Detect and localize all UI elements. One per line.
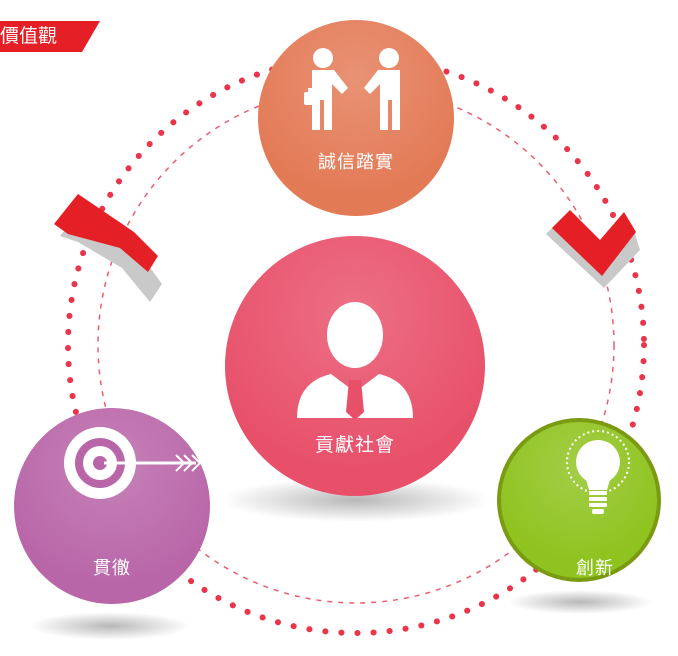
node-left — [14, 408, 210, 604]
inner-dashed-ring — [97, 86, 615, 604]
node-right — [497, 418, 661, 582]
title-banner — [0, 21, 100, 52]
person-tie-icon — [297, 302, 413, 420]
center-node-shadow — [221, 478, 491, 522]
left-node-shadow — [30, 612, 190, 640]
light-bulb-icon — [566, 430, 630, 514]
handshake-icon — [304, 48, 400, 130]
outer-dotted-ring — [65, 54, 647, 636]
node-top-label: 誠信踏實 — [318, 152, 394, 173]
right-node-shadow — [508, 590, 652, 614]
arrow-left-icon — [54, 194, 162, 302]
node-right-label: 創新 — [576, 558, 614, 579]
diagram-title: 價值觀 — [0, 25, 58, 47]
node-center-label: 貢獻社會 — [314, 434, 395, 456]
node-top — [258, 20, 454, 216]
target-arrow-icon — [64, 427, 202, 499]
node-left-label: 貫徹 — [93, 558, 131, 579]
arrow-right-icon — [546, 210, 640, 288]
node-center — [225, 236, 485, 496]
